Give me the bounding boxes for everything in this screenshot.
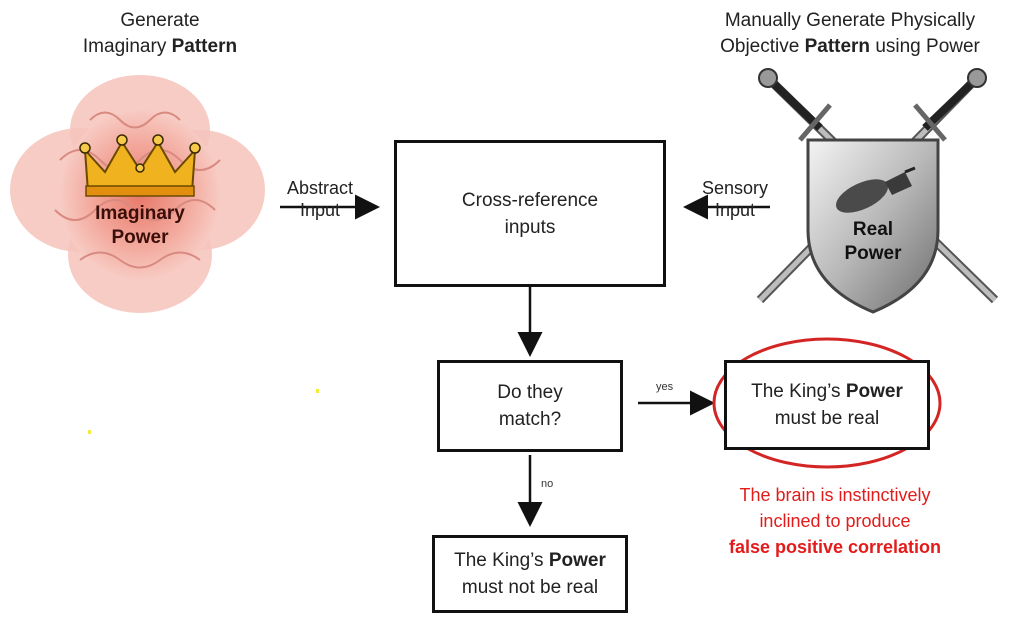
- sensory-input-line2: Input: [714, 200, 756, 220]
- note-line3: false positive correlation: [690, 534, 980, 560]
- not-real-line1-text: The King’s: [454, 550, 549, 571]
- shield-label-line2: Power: [844, 243, 902, 264]
- brain-label-line2: Power: [111, 227, 169, 248]
- real-line1: The King’s Power: [751, 378, 903, 405]
- bullet-icon: [836, 166, 916, 213]
- false-positive-note: The brain is instinctively inclined to p…: [690, 482, 980, 560]
- not-real-power-box: The King’s Power must not be real: [432, 535, 628, 613]
- shield-label: Real Power: [818, 218, 928, 266]
- cross-reference-line2: inputs: [504, 216, 556, 238]
- left-heading-bold: Pattern: [171, 36, 238, 57]
- real-line2: must be real: [774, 408, 880, 429]
- crown-icon: [79, 134, 201, 197]
- cross-reference-box: Cross-reference inputs: [394, 140, 666, 287]
- match-line2: match?: [498, 409, 562, 430]
- left-heading-line2: Imaginary Pattern: [40, 34, 280, 60]
- brain-with-crown-icon: [10, 75, 265, 313]
- cross-reference-line1: Cross-reference: [461, 189, 599, 211]
- sensory-input-label: Sensory Input: [690, 177, 780, 221]
- abstract-input-line1: Abstract: [286, 178, 354, 198]
- not-real-line2: must not be real: [461, 577, 599, 598]
- right-heading-text-pre: Objective: [720, 36, 805, 57]
- right-heading: Manually Generate Physically Objective P…: [690, 8, 1010, 60]
- left-heading: Generate Imaginary Pattern: [40, 8, 280, 60]
- right-heading-bold: Pattern: [804, 36, 871, 57]
- brain-label-line1: Imaginary: [95, 203, 185, 224]
- right-heading-line2: Objective Pattern using Power: [690, 34, 1010, 60]
- left-heading-text: Imaginary: [82, 36, 172, 57]
- match-decision-box: Do they match?: [437, 360, 623, 452]
- abstract-input-label: Abstract Input: [270, 177, 370, 221]
- real-power-box: The King’s Power must be real: [724, 360, 930, 450]
- match-line1: Do they: [497, 382, 563, 403]
- note-line1: The brain is instinctively: [739, 485, 931, 505]
- highlight-ellipse: [712, 337, 942, 469]
- sensory-input-line1: Sensory: [701, 178, 769, 198]
- abstract-input-line2: Input: [299, 200, 341, 220]
- shield-label-line1: Real: [852, 219, 894, 240]
- no-label: no: [541, 478, 554, 490]
- note-line3-bold: false positive correlation: [728, 537, 942, 557]
- brain-label: Imaginary Power: [80, 202, 200, 250]
- real-line1-bold: Power: [845, 381, 903, 402]
- right-heading-line1: Manually Generate Physically: [724, 10, 976, 31]
- note-line2: inclined to produce: [759, 511, 911, 531]
- not-real-line1-bold: Power: [548, 550, 606, 571]
- yes-label: yes: [656, 381, 674, 393]
- right-heading-text-post: using Power: [870, 36, 980, 57]
- left-heading-line1: Generate: [120, 10, 200, 31]
- shield-with-swords-icon: [756, 68, 999, 314]
- real-line1-text: The King’s: [751, 381, 846, 402]
- not-real-line1: The King’s Power: [454, 547, 606, 574]
